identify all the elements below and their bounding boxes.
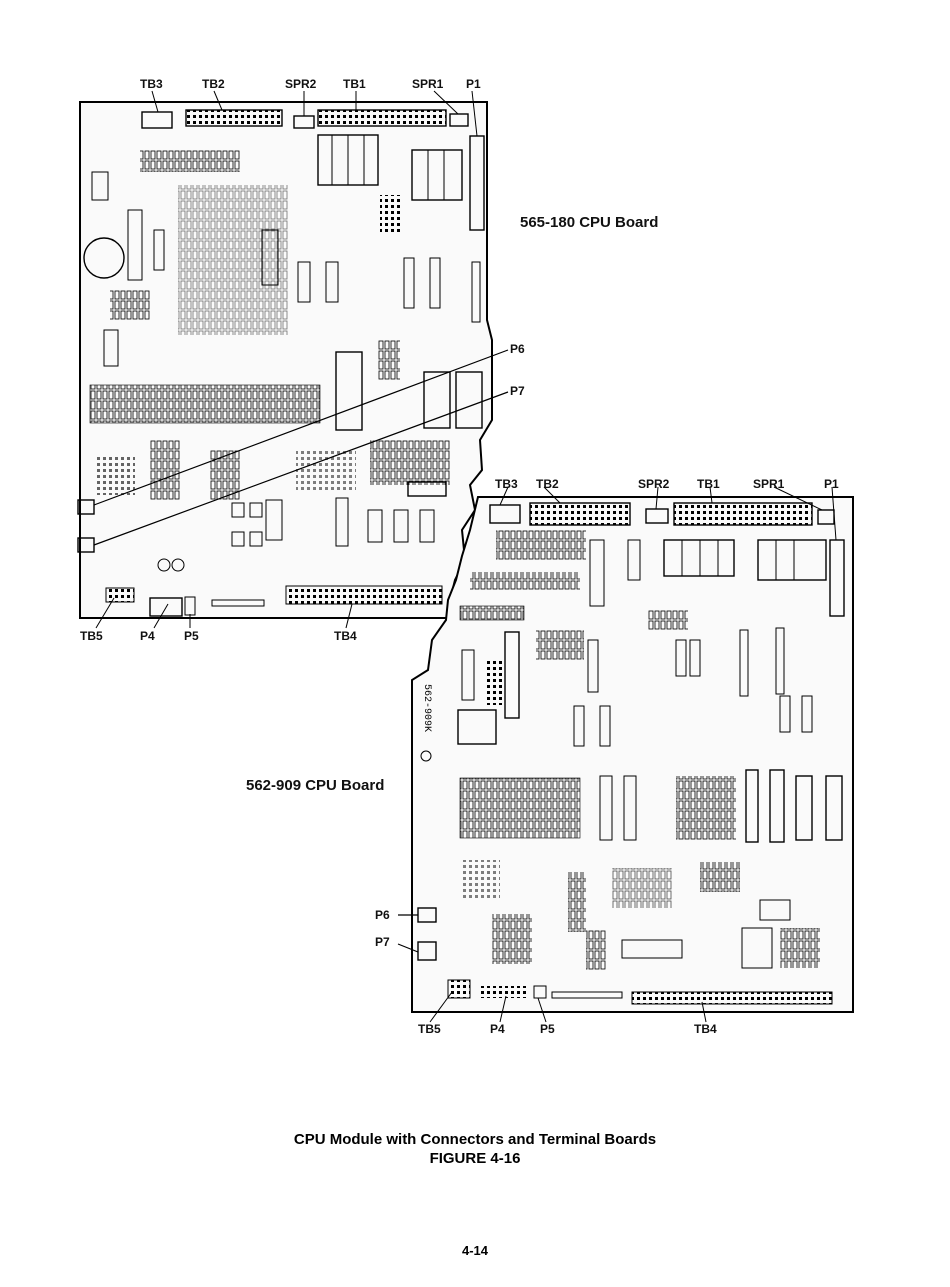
top-spr2-label: SPR2 [285, 78, 316, 90]
board-562-909 [398, 487, 853, 1022]
figure-caption-line2: FIGURE 4-16 [0, 1150, 950, 1168]
bottom-spr1-label: SPR1 [753, 478, 784, 490]
bottom-p1-label: P1 [824, 478, 839, 490]
top-spr1-label: SPR1 [412, 78, 443, 90]
bottom-p7-label: P7 [375, 936, 390, 948]
top-p7-label: P7 [510, 385, 525, 397]
top-tb2-label: TB2 [202, 78, 225, 90]
bottom-tb4-label: TB4 [694, 1023, 717, 1035]
top-tb1-label: TB1 [343, 78, 366, 90]
top-p4-label: P4 [140, 630, 155, 642]
bottom-p4-label: P4 [490, 1023, 505, 1035]
top-p1-label: P1 [466, 78, 481, 90]
figure-caption-line1: CPU Module with Connectors and Terminal … [0, 1131, 950, 1149]
top-tb4-label: TB4 [334, 630, 357, 642]
bottom-spr2-label: SPR2 [638, 478, 669, 490]
bottom-tb5-label: TB5 [418, 1023, 441, 1035]
top-board-title: 565-180 CPU Board [520, 215, 658, 231]
bottom-board-title: 562-909 CPU Board [246, 778, 384, 794]
bottom-tb1-label: TB1 [697, 478, 720, 490]
top-p6-label: P6 [510, 343, 525, 355]
top-p5-label: P5 [184, 630, 199, 642]
top-tb5-label: TB5 [80, 630, 103, 642]
top-tb3-label: TB3 [140, 78, 163, 90]
bottom-tb2-label: TB2 [536, 478, 559, 490]
bottom-board-part-marking: 562-909K [421, 684, 432, 732]
bottom-p5-label: P5 [540, 1023, 555, 1035]
page-number: 4-14 [0, 1243, 950, 1258]
bottom-p6-label: P6 [375, 909, 390, 921]
bottom-tb3-label: TB3 [495, 478, 518, 490]
board-565-180 [78, 91, 508, 628]
